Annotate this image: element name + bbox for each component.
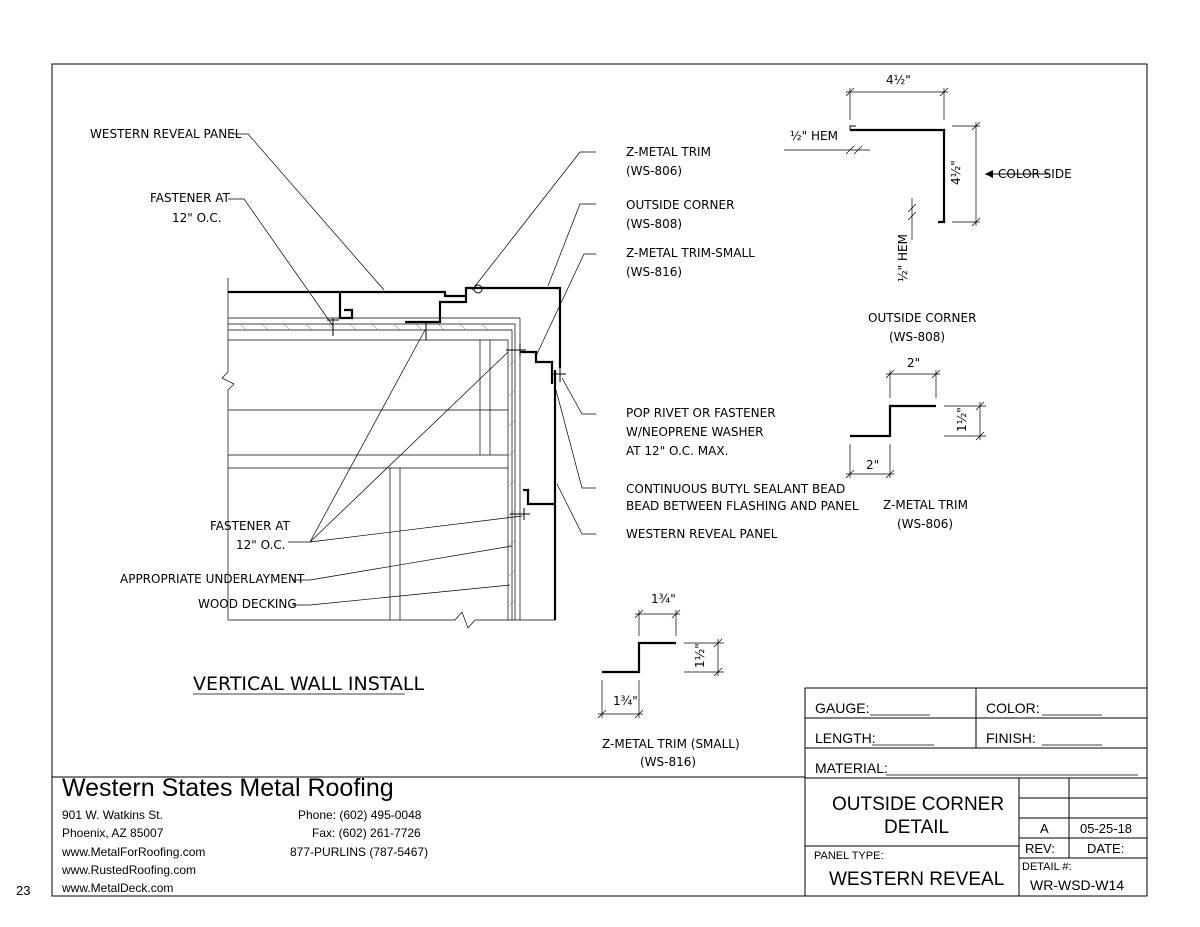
finish-label: FINISH: [986,730,1036,746]
callout-outside-corner-line1: OUTSIDE CORNER [626,198,734,212]
zts-dim-bottom: 1¾" [613,694,638,708]
zts-dim-top: 1¾" [651,592,676,606]
callout-z-trim-small-line2: (WS-816) [626,265,682,279]
panel-type-label: PANEL TYPE: [814,850,884,862]
zt-dim-top: 2" [907,356,920,370]
company-tollfree: 877-PURLINS (787-5467) [290,845,429,859]
company-fax: Fax: (602) 261-7726 [312,826,421,840]
callout-reveal-panel-top: WESTERN REVEAL PANEL [90,127,242,141]
company-website-2[interactable]: www.RustedRoofing.com [62,863,197,877]
oc-dim-top: 4½" [886,73,911,87]
callout-fastener-top-line2: 12" O.C. [172,211,222,225]
zts-title: Z-METAL TRIM (SMALL) [602,737,740,751]
callout-pop-rivet-line2: W/NEOPRENE WASHER [626,425,763,439]
z-trim-detail [845,369,986,479]
title-block-grid [804,687,1148,897]
callout-pop-rivet-line3: AT 12" O.C. MAX. [626,444,728,458]
revision-label: REV: [1025,841,1055,856]
title-block-blanks [870,714,1138,776]
callout-z-trim-line1: Z-METAL TRIM [626,145,711,159]
z-trim-small-detail [597,609,724,719]
callout-fastener-bottom-line1: FASTENER AT [210,519,291,533]
color-label: COLOR: [986,700,1040,716]
callout-fastener-top-line1: FASTENER AT [150,191,231,205]
zts-code: (WS-816) [640,755,696,769]
callout-pop-rivet-line1: POP RIVET OR FASTENER [626,406,776,420]
main-drawing-title: VERTICAL WALL INSTALL [193,673,424,695]
oc-hem-side: ½" HEM [896,234,910,282]
zt-dim-bottom: 2" [866,458,879,472]
callout-underlayment: APPROPRIATE UNDERLAYMENT [120,572,305,586]
detail-number-label: DETAIL #: [1022,861,1072,873]
oc-code: (WS-808) [889,330,945,344]
zt-title: Z-METAL TRIM [883,498,968,512]
callout-z-trim-line2: (WS-806) [626,164,682,178]
company-website-3[interactable]: www.MetalDeck.com [62,881,174,895]
length-label: LENGTH: [815,730,876,746]
company-address-line2: Phoenix, AZ 85007 [62,826,164,840]
callout-butyl-line1: CONTINUOUS BUTYL SEALANT BEAD [626,482,845,496]
zt-code: (WS-806) [897,517,953,531]
oc-dim-side: 4½" [949,160,963,185]
oc-color-side: COLOR SIDE [998,167,1072,181]
company-name: Western States Metal Roofing [62,774,394,802]
wall-section-detail [221,278,566,629]
zt-dim-side: 1½" [955,407,969,432]
callout-leaders [228,133,596,606]
callout-outside-corner-line2: (WS-808) [626,217,682,231]
drawing-title-line2: DETAIL [884,817,950,838]
callout-fastener-bottom-line2: 12" O.C. [236,538,286,552]
oc-hem-top: ½" HEM [790,129,838,143]
date-label: DATE: [1087,841,1125,856]
callout-z-trim-small-line1: Z-METAL TRIM-SMALL [626,246,755,260]
date-value: 05-25-18 [1080,821,1133,836]
detail-number: WR-WSD-W14 [1030,877,1125,893]
material-label: MATERIAL: [815,760,888,776]
callout-butyl-line2: BEAD BETWEEN FLASHING AND PANEL [626,499,859,513]
callout-reveal-panel-bottom: WESTERN REVEAL PANEL [626,527,778,541]
sheet-border [51,63,1148,897]
oc-title: OUTSIDE CORNER [868,311,976,325]
company-address-line1: 901 W. Watkins St. [62,808,163,822]
callout-decking: WOOD DECKING [198,597,297,611]
company-website-1[interactable]: www.MetalForRoofing.com [62,845,206,859]
revision-value: A [1040,821,1049,836]
drawing-title-line1: OUTSIDE CORNER [832,794,1005,815]
panel-type-value: WESTERN REVEAL [829,869,1005,890]
outside-corner-detail [784,87,1050,240]
page-number: 23 [16,883,31,898]
gauge-label: GAUGE: [815,700,870,716]
company-phone: Phone: (602) 495-0048 [298,808,422,822]
zts-dim-side: 1½" [693,643,707,668]
